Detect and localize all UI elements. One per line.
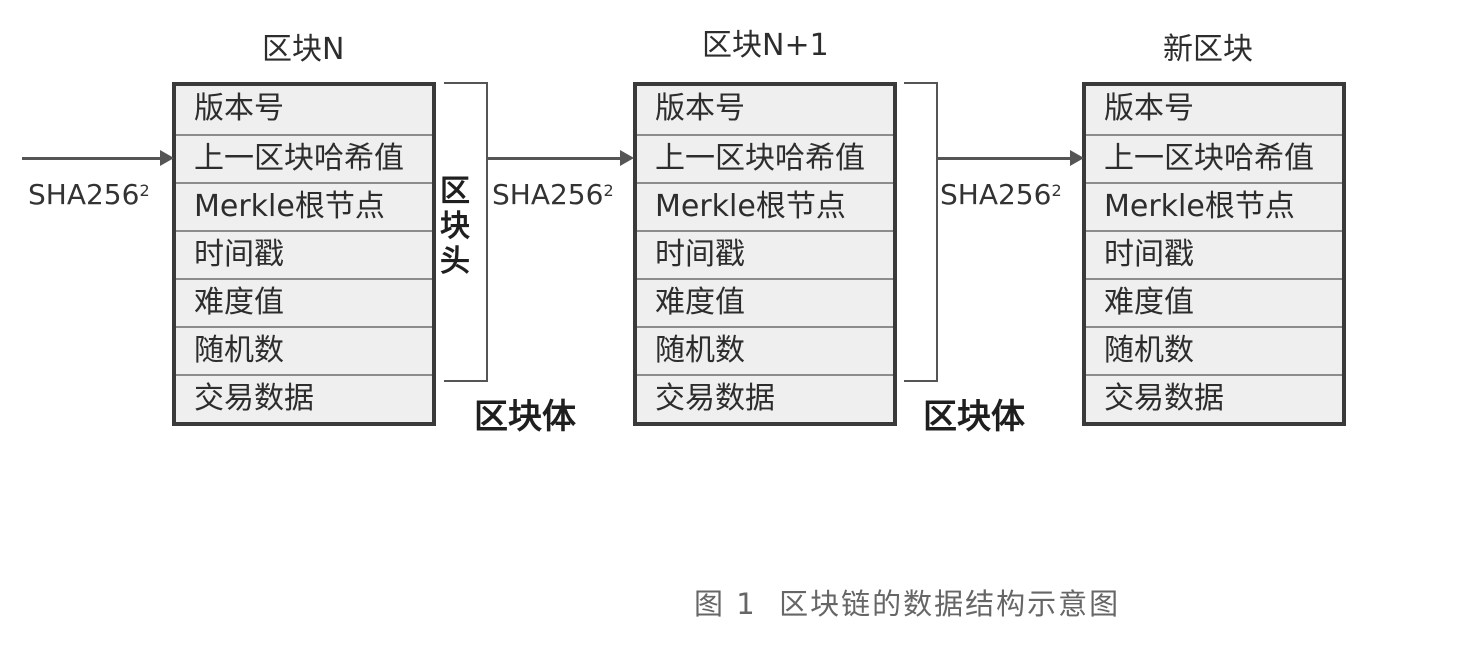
difficulty-field: 难度值: [176, 278, 432, 326]
block-body-label: 区块体: [923, 397, 1025, 437]
incoming-hash-arrow: [22, 150, 174, 166]
hash-superscript: 2: [139, 181, 150, 200]
timestamp-field: 时间戳: [176, 230, 432, 278]
new-block-title: 新区块: [1163, 32, 1253, 67]
hash-algorithm-text: SHA256: [492, 178, 604, 211]
incoming-hash-label: SHA2562: [28, 179, 150, 211]
new-block: 版本号 上一区块哈希值 Merkle根节点 时间戳 难度值 随机数 交易数据: [1082, 82, 1346, 426]
block-body-label: 区块体: [474, 397, 576, 437]
hash-algorithm-text: SHA256: [28, 178, 140, 211]
hash-link-arrow: [488, 150, 634, 166]
difficulty-field: 难度值: [637, 278, 893, 326]
hash-link-arrow: [938, 150, 1084, 166]
version-field: 版本号: [637, 86, 893, 134]
transaction-data-field: 交易数据: [1086, 374, 1342, 422]
timestamp-field: 时间戳: [637, 230, 893, 278]
timestamp-field: 时间戳: [1086, 230, 1342, 278]
nonce-field: 随机数: [1086, 326, 1342, 374]
figure-caption: 图 1 区块链的数据结构示意图: [694, 587, 1121, 621]
merkle-root-field: Merkle根节点: [1086, 182, 1342, 230]
version-field: 版本号: [176, 86, 432, 134]
block-header-bracket: [444, 82, 488, 382]
merkle-root-field: Merkle根节点: [176, 182, 432, 230]
nonce-field: 随机数: [637, 326, 893, 374]
block-n: 版本号 上一区块哈希值 Merkle根节点 时间戳 难度值 随机数 交易数据: [172, 82, 436, 426]
block-n-plus-1: 版本号 上一区块哈希值 Merkle根节点 时间戳 难度值 随机数 交易数据: [633, 82, 897, 426]
block-header-label: 区块头: [440, 174, 470, 279]
transaction-data-field: 交易数据: [637, 374, 893, 422]
block-header-bracket: [904, 82, 938, 382]
previous-hash-field: 上一区块哈希值: [176, 134, 432, 182]
difficulty-field: 难度值: [1086, 278, 1342, 326]
hash-link-label: SHA2562: [940, 179, 1062, 211]
block-n-title: 区块N: [262, 32, 345, 67]
previous-hash-field: 上一区块哈希值: [1086, 134, 1342, 182]
transaction-data-field: 交易数据: [176, 374, 432, 422]
hash-superscript: 2: [603, 181, 614, 200]
previous-hash-field: 上一区块哈希值: [637, 134, 893, 182]
hash-algorithm-text: SHA256: [940, 178, 1052, 211]
merkle-root-field: Merkle根节点: [637, 182, 893, 230]
block-n-plus-1-title: 区块N+1: [702, 28, 829, 63]
hash-link-label: SHA2562: [492, 179, 614, 211]
hash-superscript: 2: [1051, 181, 1062, 200]
nonce-field: 随机数: [176, 326, 432, 374]
version-field: 版本号: [1086, 86, 1342, 134]
